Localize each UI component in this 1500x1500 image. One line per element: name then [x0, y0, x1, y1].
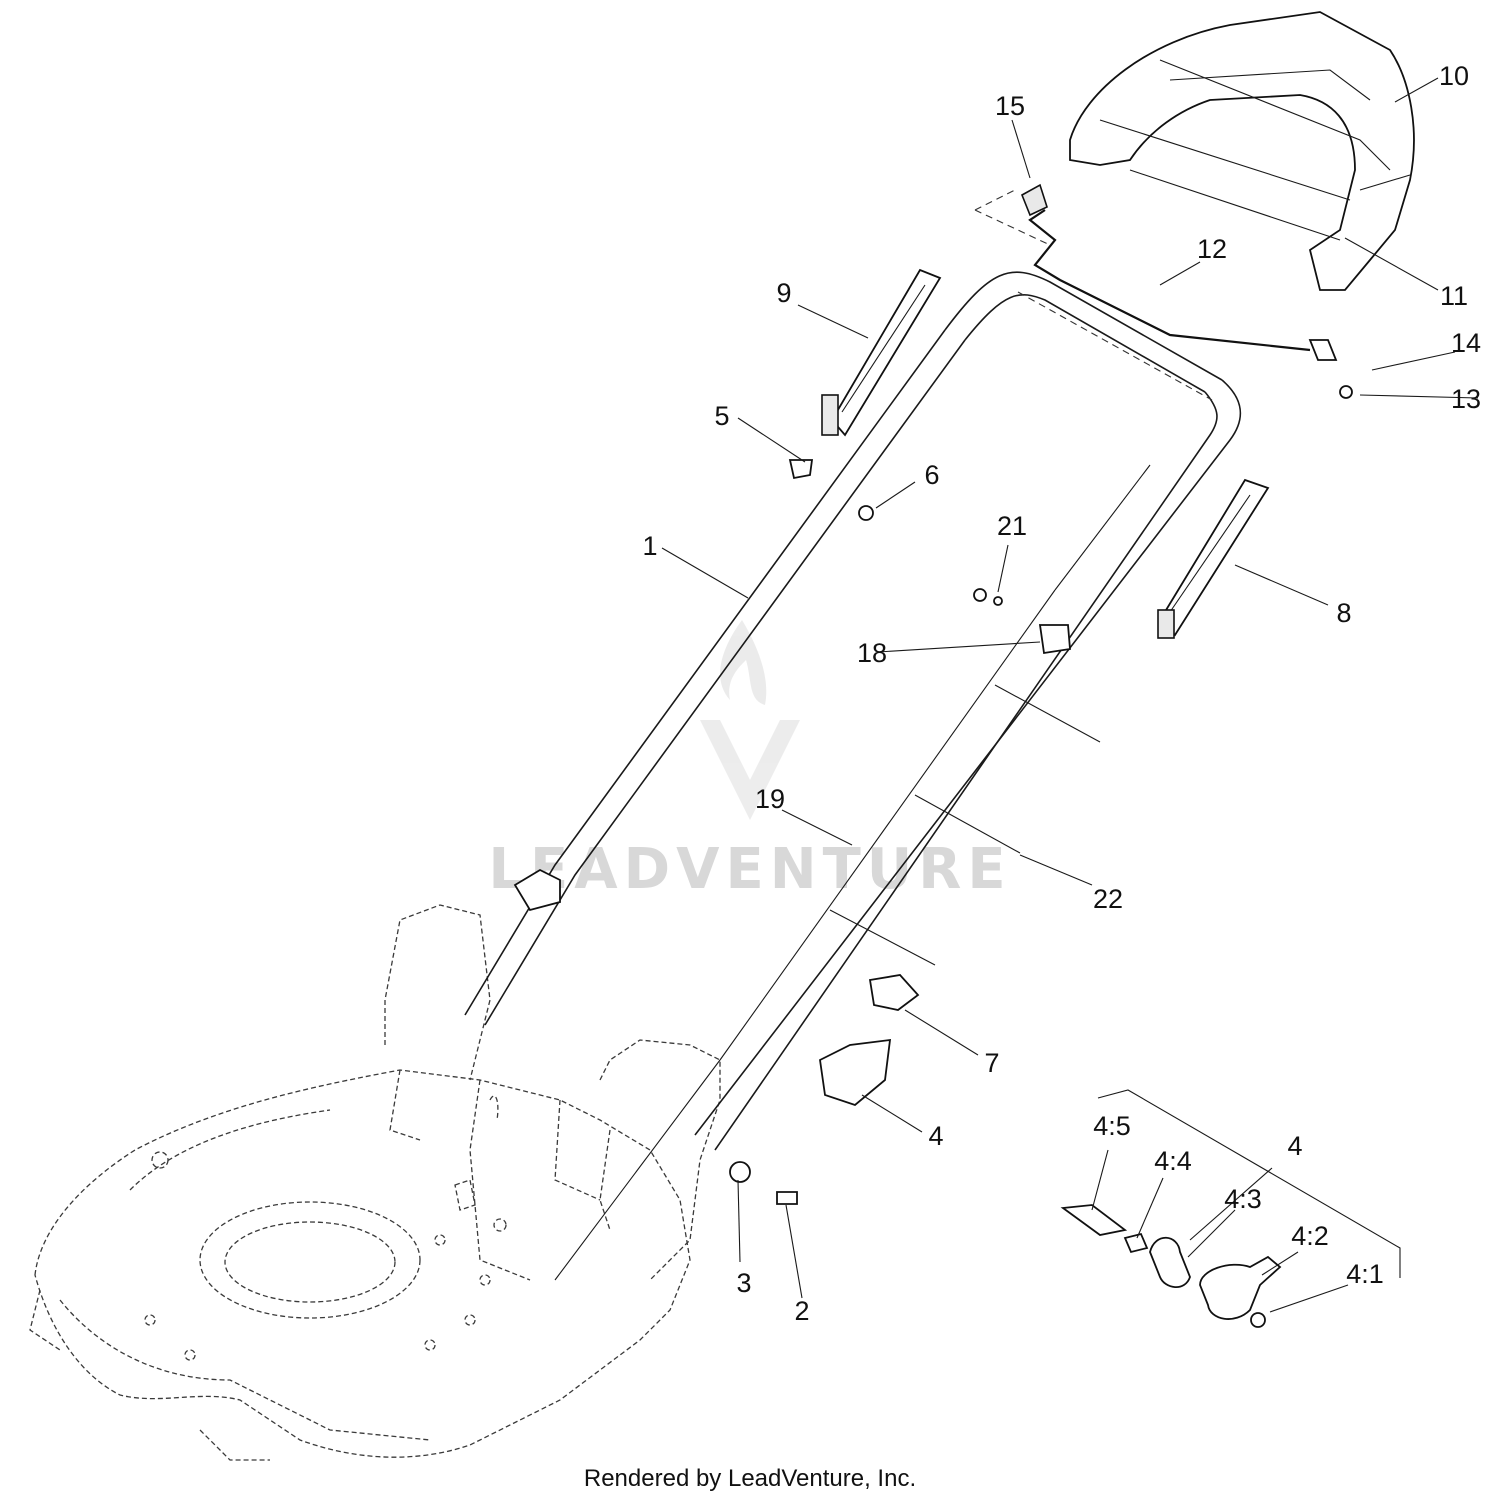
callout-12: 12 [1197, 234, 1227, 264]
callout-9: 9 [776, 278, 791, 308]
flame-logo-icon [700, 620, 800, 820]
callout-labels: 1 2 3 4 4 4:1 4:2 4:3 4:4 4:5 5 6 7 8 9 … [642, 61, 1481, 1326]
hardware [513, 459, 1071, 1205]
trim-right [1157, 478, 1270, 639]
trim-left [821, 268, 942, 437]
callout-19: 19 [755, 784, 785, 814]
callout-4-group: 4 [1287, 1131, 1302, 1161]
callout-11: 11 [1440, 281, 1468, 311]
callout-18: 18 [857, 638, 887, 668]
callout-4: 4 [928, 1121, 943, 1151]
callout-2: 2 [794, 1296, 809, 1326]
callout-21: 21 [997, 511, 1027, 541]
mower-deck [29, 904, 721, 1461]
callout-22: 22 [1093, 884, 1123, 914]
leader-lines [661, 77, 1479, 1313]
detail-4 [1060, 1089, 1401, 1328]
callout-4-5: 4:5 [1093, 1111, 1131, 1141]
spring [974, 183, 1051, 246]
callout-10: 10 [1439, 61, 1469, 91]
bail-bar [1028, 209, 1353, 399]
callout-4-3: 4:3 [1224, 1184, 1262, 1214]
callout-4-4: 4:4 [1154, 1146, 1192, 1176]
callout-3: 3 [736, 1268, 751, 1298]
watermark-text: LEADVENTURE [488, 837, 1011, 902]
callout-5: 5 [714, 401, 729, 431]
watermark: LEADVENTURE [488, 620, 1011, 902]
callout-4-2: 4:2 [1291, 1221, 1329, 1251]
callout-15: 15 [995, 91, 1025, 121]
handle-frame [464, 271, 1242, 1281]
callout-8: 8 [1336, 598, 1351, 628]
cable-ties [829, 684, 1101, 966]
callout-6: 6 [924, 460, 939, 490]
callout-1: 1 [642, 531, 657, 561]
callout-14: 14 [1451, 328, 1481, 358]
footer-credit: Rendered by LeadVenture, Inc. [584, 1465, 916, 1492]
top-handle [1069, 11, 1415, 291]
callout-4-1: 4:1 [1346, 1259, 1384, 1289]
callout-7: 7 [984, 1048, 999, 1078]
callout-13: 13 [1451, 384, 1481, 414]
